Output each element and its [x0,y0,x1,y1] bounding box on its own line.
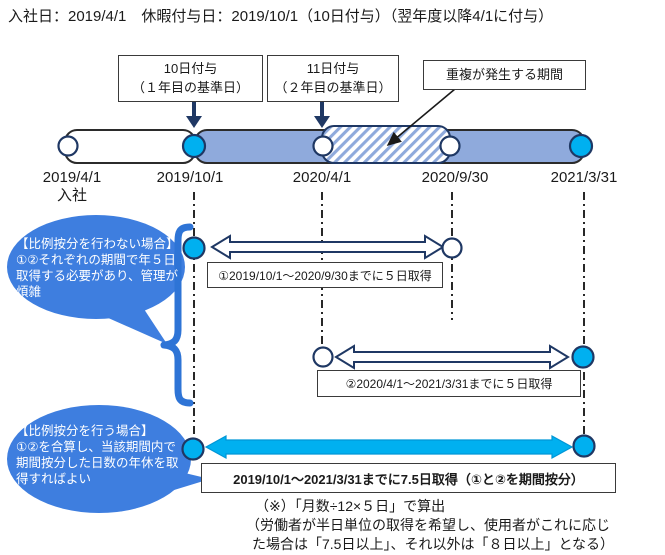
footnote-half-day-2: た場合は「7.5日以上」、それ以外は「８日以上」となる） [252,536,615,552]
period2-start-dot [312,346,334,368]
footnote-formula: （※）「月数÷12×５日」で算出 [255,498,446,514]
grant-box-year2-line2: （２年目の基準日） [274,79,392,95]
overlap-box: 重複が発生する期間 [423,60,586,90]
bubble-line: ①②を合算し、当該期間内で [16,440,176,454]
grant-box-year1-line2: （１年目の基準日） [131,79,249,95]
bubble-line: 【比例按分を行わない場合】 [16,237,179,251]
combined-start-dot [181,437,205,461]
milestone-dot-hire [57,135,79,157]
period1-start-dot [182,236,206,260]
grant-box-year1-line1: 10日付与 [163,60,218,76]
footnote-half-day-1: （労働者が半日単位の取得を希望し、使用者がこれに応じ [246,517,610,533]
date-text: 2021/3/31 [550,169,618,186]
milestone-dot-overlap-end [439,135,461,157]
bubble-line: 得すればよい [16,472,92,486]
guide-lines [193,192,585,438]
bubble-line: 取得する必要があり、管理が [16,269,179,283]
overlap-box-label: 重複が発生する期間 [445,66,563,82]
milestone-dot-first-grant [181,133,207,159]
grant-box-year2: 11日付与 （２年目の基準日） [267,55,399,102]
date-subtext: 入社 [56,187,87,204]
date-text: 2019/10/1 [156,169,224,186]
bubble-line: 【比例按分を行う場合】 [16,424,154,438]
bubble-line: ①②それぞれの期間で年５日 [16,253,176,267]
bubble-no-proration-shape [7,215,185,344]
bubble-proration-text: 【比例按分を行う場合】 ①②を合算し、当該期間内で 期間按分した日数の年休を取 … [16,423,179,487]
period2-end-dot [571,345,595,369]
bubble-line: 期間按分した日数の年休を取 [16,456,179,470]
bubble-ellipse [7,215,185,319]
grant-box-year1: 10日付与 （１年目の基準日） [118,55,263,102]
bubble-ellipse [7,405,191,513]
brace [160,223,194,407]
date-label-hire: 2019/4/1 入社 [24,169,120,205]
date-label-2020-9-30: 2020/9/30 [407,169,503,187]
milestone-dot-second-grant [312,135,334,157]
overlap-leader-arrow-icon [386,88,456,147]
period2-label: ②2020/4/1～2021/3/31までに５日取得 [317,370,581,397]
bubble-line: 煩雑 [16,285,42,299]
grant-arrows [186,102,330,128]
date-label-2019-10-1: 2019/10/1 [142,169,238,187]
bubble-no-proration-text: 【比例按分を行わない場合】 ①②それぞれの期間で年５日 取得する必要があり、管理… [16,236,179,300]
overlap-hatch-segment [321,125,451,164]
combined-period-arrow-icon [204,434,574,460]
date-label-2021-3-31: 2021/3/31 [536,169,632,187]
date-text: 2020/4/1 [292,169,352,186]
header-note: 入社日：2019/4/1 休暇付与日：2019/10/1（10日付与）（翌年度以… [8,8,554,25]
combined-end-dot [572,434,596,458]
grant-arrow-year1-icon [186,102,202,128]
timeline-bar-pre-grant [64,129,196,164]
date-label-2020-4-1: 2020/4/1 [274,169,370,187]
period1-end-dot [441,237,463,259]
milestone-dot-period-end [568,133,594,159]
date-text: 2020/9/30 [421,169,489,186]
period2-arrow-icon [334,344,570,370]
grant-box-year2-line1: 11日付与 [306,60,360,76]
grant-arrow-year2-icon [314,102,330,128]
combined-period-label: 2019/10/1～2021/3/31までに7.5日取得（①と②を期間按分） [201,463,616,493]
period1-arrow-icon [210,234,445,260]
date-text: 2019/4/1 [42,169,102,186]
bubble-proration-shape [7,405,210,513]
period1-label: ①2019/10/1～2020/9/30までに５日取得 [207,262,443,288]
